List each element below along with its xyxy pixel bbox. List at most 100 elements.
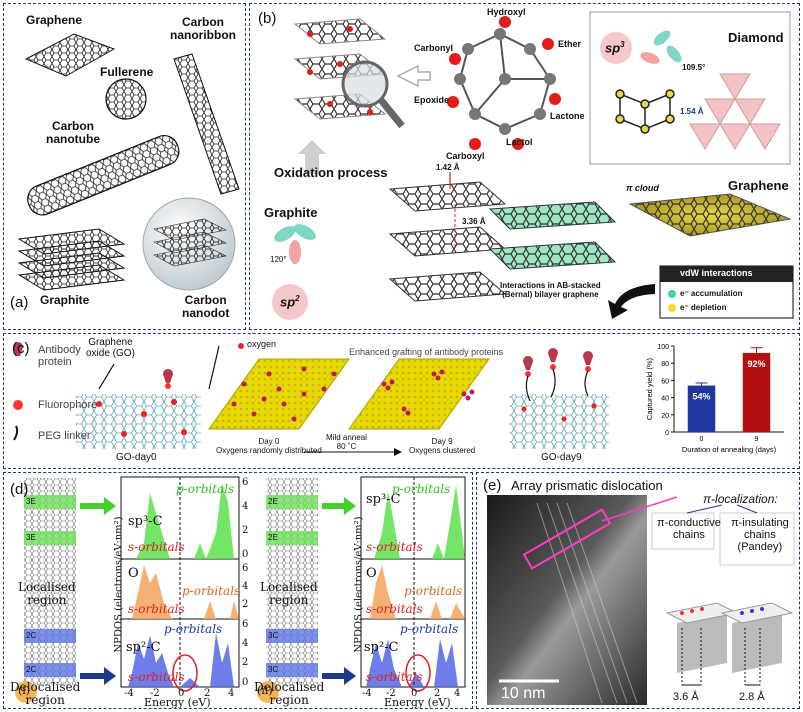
label-nanotube: Carbon nanotube: [46, 119, 100, 147]
graphene-label-b: Graphene: [728, 178, 789, 193]
xtick-r-4: 4: [454, 688, 461, 699]
panel-d-label: (d): [10, 481, 29, 498]
chart-ytick-label: 20: [661, 413, 669, 420]
panel-d: (d) 3E 3E 2C 2C 2E 2E 3C 3C Localised re…: [3, 472, 473, 709]
roman-i: (i): [18, 684, 31, 697]
group-ether: Ether: [558, 39, 582, 49]
antibody-icon: [13, 342, 24, 356]
day0-label: Day 0 Oxygens randomly distributed: [216, 437, 322, 455]
group-epoxide: Epoxide: [414, 95, 450, 105]
label-fullerene: Fullerene: [100, 65, 154, 79]
xlabel-right: Energy (eV): [384, 696, 451, 709]
s-orb-left-top: s-orbitals: [128, 540, 185, 554]
panel-a-structures: [17, 33, 240, 291]
xtick-r-1: -2: [386, 688, 396, 699]
xtick-l-4: 4: [228, 688, 235, 699]
xtick-r-0: -4: [362, 688, 372, 699]
group-carboxyl: Carboxyl: [446, 151, 485, 161]
enhanced-label: Enhanced grafting of antibody proteins: [349, 347, 504, 357]
ytick-l-4: 6: [242, 563, 249, 574]
go-day0-oxygens: [96, 399, 187, 437]
ytick-l-8: 4: [242, 638, 249, 649]
panel-e-title: Array prismatic dislocation: [511, 478, 663, 493]
label-graphite-a: Graphite: [40, 293, 90, 307]
tag-left-2: 2C: [26, 631, 37, 640]
peg-linker-icon: [13, 425, 19, 441]
panel-e-drawing: [487, 495, 795, 705]
delocalised-right: Delocalised region: [254, 680, 325, 708]
chart-bar: [742, 352, 771, 432]
chart-ytick-label: 100: [657, 344, 669, 351]
sp2c-right: sp²-C: [364, 640, 399, 655]
ylabel-left: NPDOS (electrons/eV·nm²): [113, 516, 125, 653]
panel-e: (e) Array prismatic dislocation π-locali…: [476, 472, 800, 709]
sp2c-left: sp²-C: [126, 640, 161, 655]
ytick-l-1: 4: [242, 501, 249, 512]
roman-ii: (ii): [257, 684, 273, 697]
ytick-l-7: 6: [242, 619, 249, 630]
dos-plot-right: [360, 476, 466, 692]
s-orb-left-bot: s-orbitals: [128, 670, 185, 684]
ytick-l-0: 6: [242, 477, 249, 488]
graphite-layers: [388, 181, 507, 302]
s-orb-left-mid: s-orbitals: [128, 602, 185, 616]
day0-slab: [208, 358, 350, 430]
nanoribbon: [173, 53, 240, 195]
sp3c-right: sp³-C: [366, 492, 401, 507]
day9-label: Day 9 Oxygens clustered: [409, 437, 476, 455]
diamond-tetrahedra: [689, 73, 781, 150]
s-orb-right-mid: s-orbitals: [366, 602, 423, 616]
o-right: O: [366, 566, 377, 581]
magnifier-icon: [341, 60, 405, 129]
pi-cloud: [628, 193, 792, 237]
o-left: O: [128, 566, 139, 581]
scale-bar-label: 10 nm: [501, 685, 546, 702]
legend-peg: PEG linker: [38, 430, 91, 442]
pi-insulating: π-insulating chains (Pandey): [731, 517, 789, 554]
chart-xlabel: Duration of annealing (days): [682, 445, 777, 454]
xtick-l-3: 2: [204, 688, 211, 699]
diamond-lattice: [615, 89, 675, 134]
panel-a: (a) Graphene Fullerene Carbon nanoribbon…: [3, 3, 246, 330]
label-graphene: Graphene: [26, 13, 83, 27]
graphite-stack: [17, 228, 126, 291]
s-orb-right-bot: s-orbitals: [366, 670, 423, 684]
ylabel-right: NPDOS (electrons/eV·nm²): [353, 516, 365, 653]
conductive-box: [651, 512, 715, 550]
chart-xtick-label: 0: [700, 436, 704, 443]
p-orb-left-mid: p-orbitals: [182, 584, 241, 598]
pi-cloud-label: π cloud: [626, 183, 659, 193]
fullerene-ball: [105, 78, 147, 120]
tem-image: [487, 495, 647, 705]
spacing-36: 3.6 Å: [673, 691, 699, 703]
graphite-label: Graphite: [264, 205, 318, 220]
label-nanodot: Carbon nanodot: [182, 293, 230, 321]
chart-xtick-label: 9: [755, 436, 759, 443]
sp3c-left: sp³-C: [128, 514, 163, 529]
day0-oxygens: [231, 366, 337, 422]
go-atoms: [447, 16, 561, 150]
p-orb-right-mid: p-orbitals: [404, 584, 463, 598]
spacing-28: 2.8 Å: [739, 691, 765, 703]
chain-insulating: [720, 602, 794, 673]
sp3-orbital-icon: [640, 30, 682, 64]
group-lactol: Lactol: [506, 137, 533, 147]
chart-data-label: 92%: [747, 359, 765, 369]
sp2-sup: 2: [295, 294, 300, 303]
panel-b-drawing: [272, 11, 794, 320]
pi-localization: π-localization:: [703, 492, 778, 506]
vdw-arrow: [608, 284, 655, 319]
oxidation-label: Oxidation process: [274, 165, 388, 180]
p-orb-right-bot: p-orbitals: [400, 622, 459, 636]
angle-120: 120°: [270, 255, 287, 264]
go-day9-label: GO-day9: [541, 452, 582, 463]
nanodot-sphere: [142, 197, 236, 291]
ytick-l-10: 0: [242, 677, 249, 688]
anneal-label: Mild anneal 80 ˚C: [326, 433, 367, 451]
sp3-text: sp: [605, 40, 621, 56]
tag-left-0: 3E: [26, 497, 36, 506]
chart-bar: [687, 385, 716, 432]
graphene-sheet: [24, 33, 116, 77]
bond-142: 1.42 Å: [436, 163, 460, 172]
